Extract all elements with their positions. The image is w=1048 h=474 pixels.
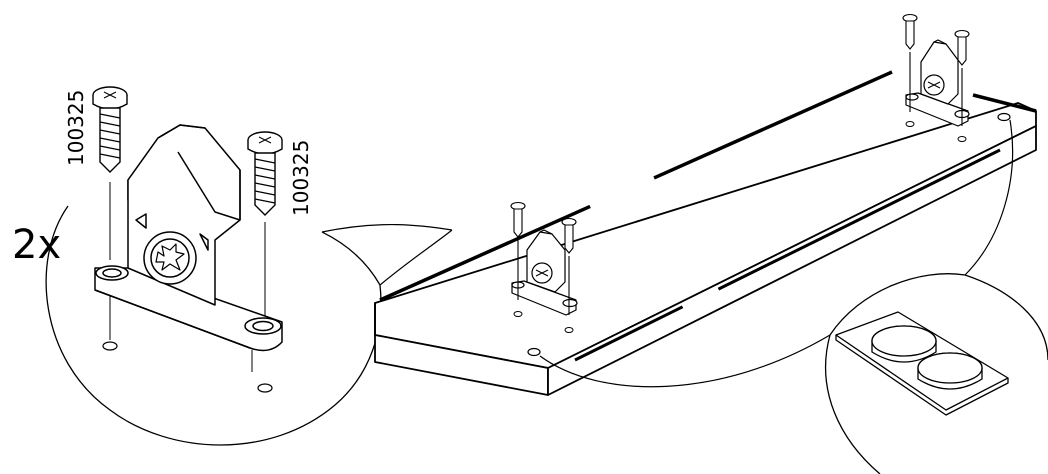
- detail-circle-outline: [321, 231, 381, 286]
- detail-circle-outline: [45, 205, 382, 446]
- screw-hole: [905, 121, 967, 142]
- screw-icon: [510, 201, 577, 315]
- screw-icon: [92, 86, 128, 260]
- felt-pad-icon: [835, 311, 1009, 416]
- callout-leader-bottom: [379, 229, 453, 286]
- screw-hole: [513, 311, 574, 333]
- part-number-left: 100325: [64, 90, 88, 166]
- screw-icon: [902, 13, 970, 126]
- guide-lines: [109, 296, 253, 372]
- screw-icon: [247, 131, 283, 316]
- bracket-icon: [94, 124, 283, 352]
- callout-leader-top: [321, 224, 453, 233]
- part-number-right: 100325: [289, 140, 313, 216]
- screw-hole: [102, 341, 273, 393]
- quantity-label: 2x: [12, 222, 61, 268]
- detail-callout-right: [539, 119, 1048, 474]
- detail-callout-left: [45, 205, 453, 446]
- bracket-icon: [511, 229, 578, 316]
